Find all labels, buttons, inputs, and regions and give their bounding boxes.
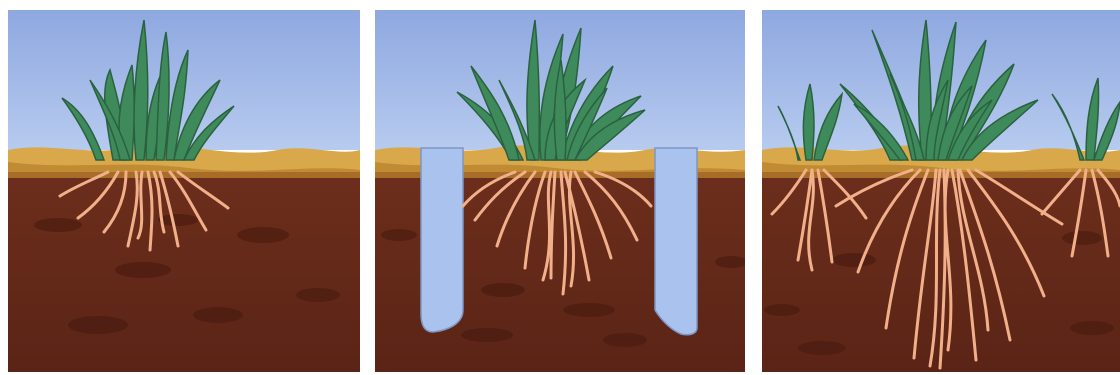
aeration-hole-left: [421, 148, 463, 332]
aeration-hole-right: [655, 148, 697, 335]
panel-3-illustration: [762, 10, 1120, 372]
panel-2-illustration: [375, 10, 745, 372]
panel-before-aeration: [8, 10, 360, 372]
panel-1-illustration: [8, 10, 360, 372]
panel-after-aeration: [762, 10, 1120, 372]
panel-core-aeration: [375, 10, 745, 372]
soil: [8, 170, 360, 372]
